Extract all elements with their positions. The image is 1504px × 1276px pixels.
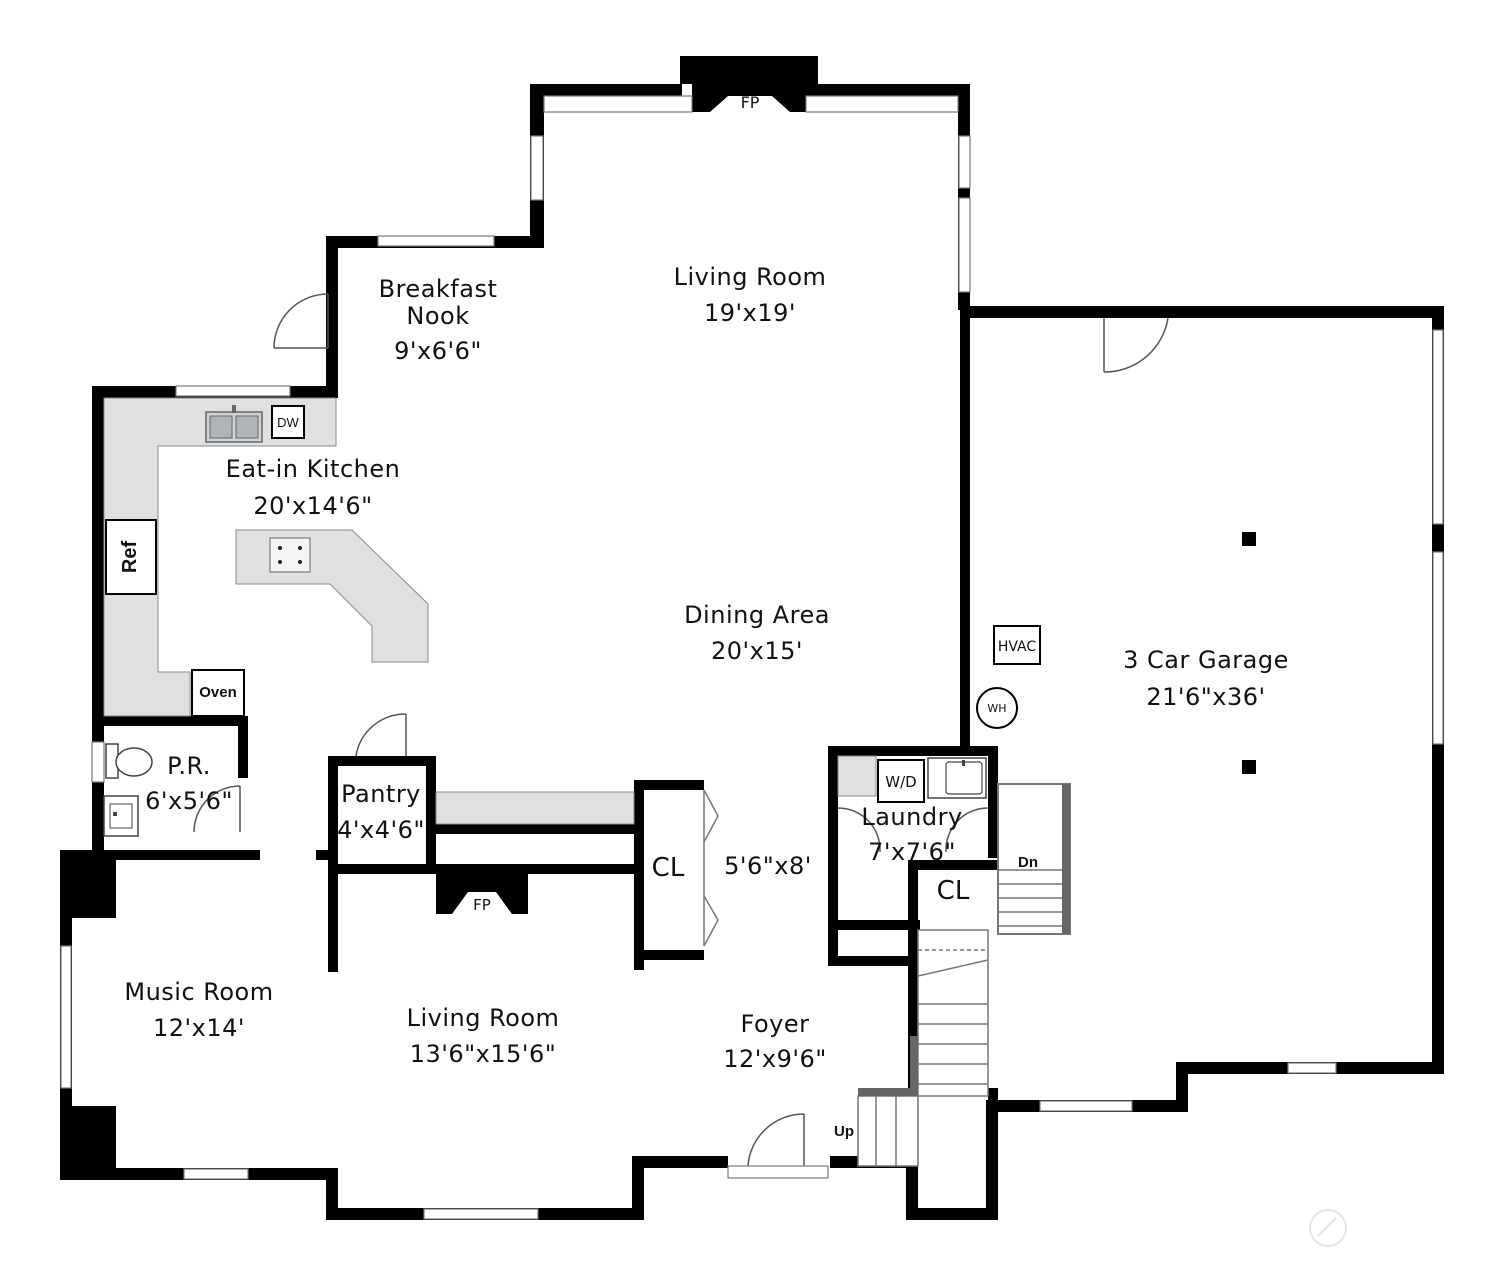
toilet-icon xyxy=(105,743,153,779)
breakfast-nook-name-1: Breakfast xyxy=(379,275,498,303)
laundry-sink-icon xyxy=(927,757,987,799)
oven-icon xyxy=(191,669,245,717)
oven-label: Oven xyxy=(199,684,237,701)
laundry-name: Laundry xyxy=(861,803,962,831)
walls xyxy=(60,56,1444,1220)
music-room-size: 12'x14' xyxy=(153,1014,245,1042)
living-room-lower-size: 13'6"x15'6" xyxy=(410,1040,557,1068)
breakfast-nook-name-2: Nook xyxy=(406,302,469,330)
kitchen-size: 20'x14'6" xyxy=(253,492,372,520)
pantry-name: Pantry xyxy=(341,780,421,808)
washer-dryer-label: W/D xyxy=(885,773,916,791)
fireplace-top xyxy=(680,56,818,112)
pantry-size: 4'x4'6" xyxy=(337,816,425,844)
watermark-logo xyxy=(1309,1209,1347,1247)
powder-room-size: 6'x5'6" xyxy=(145,787,233,815)
fireplace-bottom-label: FP xyxy=(473,896,491,914)
stairs-up-label: Up xyxy=(834,1123,854,1140)
living-room-upper-name: Living Room xyxy=(674,263,827,291)
dining-area-size: 20'x15' xyxy=(711,637,803,665)
closet-hall-size: 5'6"x8' xyxy=(724,852,812,880)
garage-size: 21'6"x36' xyxy=(1146,683,1265,711)
kitchen-name: Eat-in Kitchen xyxy=(226,455,401,483)
refrigerator-icon xyxy=(105,519,157,595)
closet-hall-name: CL xyxy=(652,853,685,883)
hvac-label: HVAC xyxy=(998,639,1037,655)
refrigerator-label: Ref xyxy=(119,541,141,574)
windows xyxy=(60,95,1444,1220)
water-heater-label: WH xyxy=(987,702,1006,715)
kitchen-sink-icon xyxy=(205,405,263,443)
powder-room-name: P.R. xyxy=(167,752,211,780)
stairs xyxy=(857,783,1071,1167)
cooktop-icon xyxy=(269,537,311,573)
breakfast-nook-size: 9'x6'6" xyxy=(394,337,482,365)
closet-laundry-name: CL xyxy=(937,876,970,906)
music-room-name: Music Room xyxy=(124,978,273,1006)
living-room-lower-name: Living Room xyxy=(407,1004,560,1032)
fireplace-top-label: FP xyxy=(741,93,760,112)
living-room-upper-size: 19'x19' xyxy=(704,299,796,327)
dining-area-name: Dining Area xyxy=(684,601,830,629)
laundry-size: 7'x7'6" xyxy=(868,838,956,866)
hvac-icon xyxy=(993,625,1041,665)
bathroom-sink-icon xyxy=(103,795,139,837)
foyer-size: 12'x9'6" xyxy=(723,1045,827,1073)
dishwasher-label: DW xyxy=(277,415,299,430)
doors xyxy=(193,293,1169,1179)
washer-dryer-icon xyxy=(877,759,925,803)
room-labels: Living Room 19'x19' Breakfast Nook 9'x6'… xyxy=(124,263,1289,1073)
foyer-name: Foyer xyxy=(741,1010,810,1038)
stairs-down-label: Dn xyxy=(1018,854,1038,871)
fireplace-bottom xyxy=(436,874,528,914)
dishwasher-icon xyxy=(271,405,305,439)
kitchen-island xyxy=(235,529,429,663)
garage-name: 3 Car Garage xyxy=(1123,646,1289,674)
water-heater-icon xyxy=(976,687,1018,729)
